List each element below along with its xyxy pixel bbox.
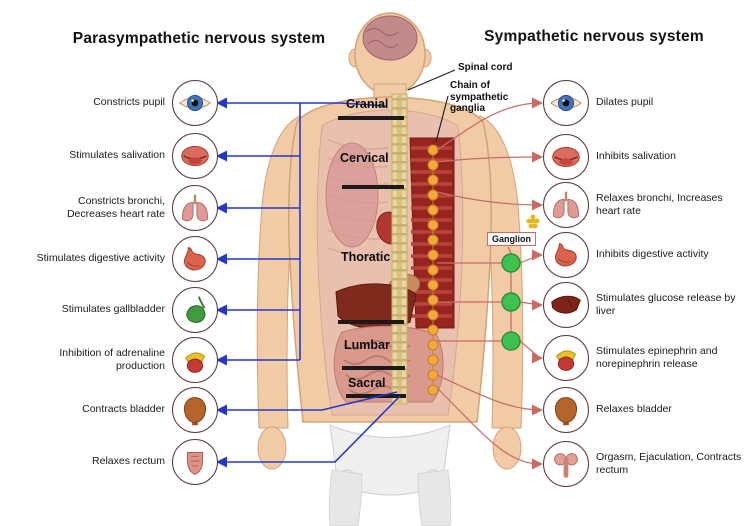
pointer-lines xyxy=(407,69,456,143)
left-item-label: Stimulates salivation xyxy=(69,149,165,162)
left-item-label: Constricts bronchi, Decreases heart rate xyxy=(66,194,165,220)
right-item-liver: Stimulates glucose release by liver xyxy=(543,281,745,329)
right-item-label: Dilates pupil xyxy=(596,96,654,109)
right-item-label: Stimulates glucose release by liver xyxy=(596,291,736,317)
right-item-bladder: Relaxes bladder xyxy=(543,386,745,434)
left-item-label: Relaxes rectum xyxy=(92,455,165,468)
left-item-bronchi: Constricts bronchi, Decreases heart rate xyxy=(28,184,218,232)
left-item-label: Constricts pupil xyxy=(93,96,165,109)
stomach-icon xyxy=(543,232,589,278)
left-item-digestive: Stimulates digestive activity xyxy=(28,235,218,283)
right-item-digestive: Inhibits digestive activity xyxy=(543,231,745,279)
right-item-genitals: Orgasm, Ejaculation, Contracts rectum xyxy=(543,440,745,488)
parasympathetic-title: Parasympathetic nervous system xyxy=(72,30,326,47)
adrenal-icon xyxy=(543,335,589,381)
left-item-bladder: Contracts bladder xyxy=(28,386,218,434)
brain xyxy=(362,15,418,61)
right-item-label: Inhibits digestive activity xyxy=(596,248,709,261)
left-item-label: Stimulates gallbladder xyxy=(61,303,165,316)
right-item-pupil: Dilates pupil xyxy=(543,79,745,127)
ganglion-star-icon xyxy=(526,214,540,229)
right-item-salivation: Inhibits salivation xyxy=(543,133,745,181)
left-item-label: Inhibition of adrenaline production xyxy=(59,346,165,372)
left-item-salivation: Stimulates salivation xyxy=(28,132,218,180)
right-item-label: Inhibits salivation xyxy=(596,150,676,163)
lungs-icon xyxy=(172,185,218,231)
sympathetic-connectors xyxy=(436,97,543,470)
mouth-icon xyxy=(172,133,218,179)
parasympathetic-connectors xyxy=(216,97,401,468)
gallbladder-icon xyxy=(172,287,218,333)
left-item-pupil: Constricts pupil xyxy=(28,79,218,127)
spine-segment-thoratic: Thoratic xyxy=(341,250,391,264)
left-item-adrenaline: Inhibition of adrenaline production xyxy=(28,336,218,384)
ganglion-label: Ganglion xyxy=(487,232,536,246)
intestines xyxy=(333,325,444,403)
right-item-label: Stimulates epinephrin and norepinephrin … xyxy=(596,344,718,370)
left-item-label: Contracts bladder xyxy=(82,403,165,416)
right-item-label: Relaxes bronchi, Increases heart rate xyxy=(596,191,723,217)
pelvis-bones xyxy=(328,424,452,526)
eye-icon xyxy=(172,80,218,126)
left-item-rectum: Relaxes rectum xyxy=(28,438,218,486)
bladder-icon xyxy=(172,387,218,433)
spine xyxy=(391,93,408,405)
eye-icon xyxy=(543,80,589,126)
sympathetic-title: Sympathetic nervous system xyxy=(484,28,704,45)
spine-segment-lumbar: Lumbar xyxy=(344,338,390,352)
left-item-label: Stimulates digestive activity xyxy=(36,252,165,265)
lungs-icon xyxy=(543,182,589,228)
bladder-icon xyxy=(543,387,589,433)
spine-segment-sacral: Sacral xyxy=(348,376,386,390)
liver-icon xyxy=(543,282,589,328)
chain-of-ganglia-label: Chain of sympathetic ganglia xyxy=(450,80,509,114)
spine-segment-cranial: Cranial xyxy=(346,97,389,111)
stomach-icon xyxy=(172,236,218,282)
right-item-label: Orgasm, Ejaculation, Contracts rectum xyxy=(596,450,742,476)
spine-segment-dividers xyxy=(338,116,406,398)
rectum-icon xyxy=(172,439,218,485)
mouth-icon xyxy=(543,134,589,180)
right-item-bronchi: Relaxes bronchi, Increases heart rate xyxy=(543,181,745,229)
left-item-gallbladder: Stimulates gallbladder xyxy=(28,286,218,334)
ganglion-nodes xyxy=(501,253,521,351)
right-item-epinephrin: Stimulates epinephrin and norepinephrin … xyxy=(543,334,745,382)
spine-segment-cervical: Cervical xyxy=(340,151,389,165)
genitals-icon xyxy=(543,441,589,487)
adrenal-icon xyxy=(172,337,218,383)
sympathetic-chain xyxy=(427,144,439,396)
spinal-cord-label: Spinal cord xyxy=(458,62,513,73)
right-item-label: Relaxes bladder xyxy=(596,403,672,416)
